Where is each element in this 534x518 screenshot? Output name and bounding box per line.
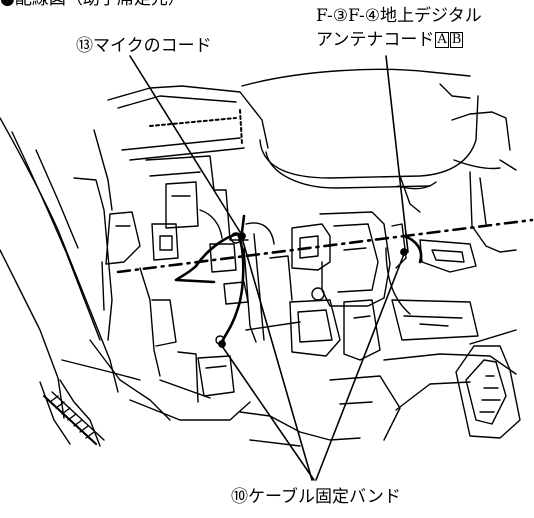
center-mechanism [139, 155, 275, 403]
cable-band-label: ⑩ケーブル固定バンド [231, 487, 401, 507]
band-markers [218, 232, 408, 348]
reference-lines [116, 109, 534, 274]
left-panels [0, 117, 141, 419]
floor-outline [39, 339, 361, 447]
antenna-cord-label-line1: F-③F-④地上デジタル [316, 6, 482, 26]
antenna-box-a: A [435, 32, 449, 48]
antenna-cord-leader [385, 55, 409, 253]
dashboard-outline [107, 68, 517, 315]
antenna-box-b: B [449, 32, 464, 48]
antenna-cord-label-text: アンテナコード [316, 30, 435, 50]
lower-right-parts [329, 299, 521, 441]
band-leader-2 [221, 345, 315, 481]
callout-lines [129, 55, 409, 481]
connector-block [245, 211, 407, 357]
section-title: ●配線図（助手席足元） [0, 0, 185, 9]
harness-route-line [116, 218, 534, 274]
microphone-cord [220, 232, 245, 344]
mic-cord-leader [129, 55, 241, 233]
mic-cord-label: ⑬マイクのコード [76, 36, 212, 56]
band-leader-1 [241, 237, 313, 481]
dash-edge-dotted-line [239, 109, 243, 145]
band-leader-3 [315, 253, 405, 481]
